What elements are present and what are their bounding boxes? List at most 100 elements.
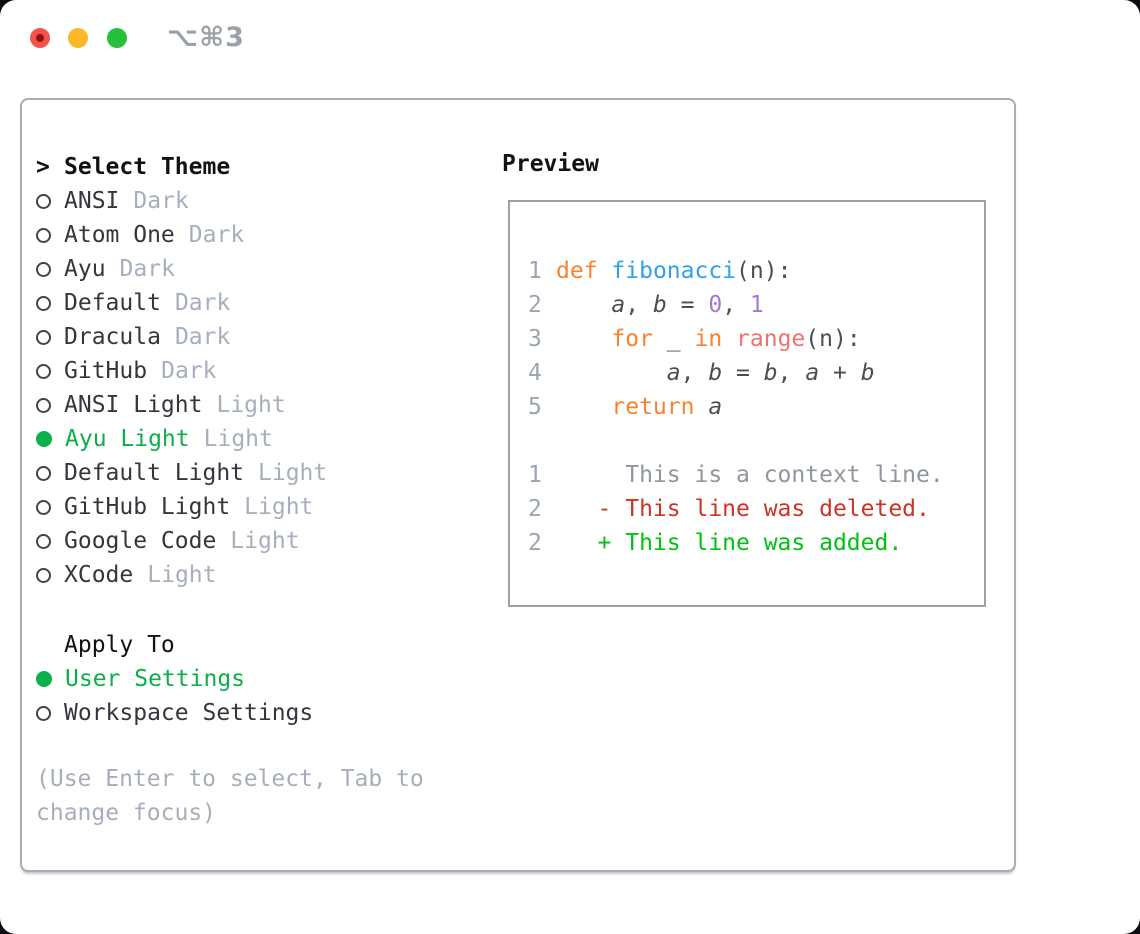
theme-option[interactable]: Ayu Dark bbox=[36, 252, 327, 286]
radio-icon[interactable] bbox=[36, 705, 51, 721]
code-line: 4 a, b = b, a + b bbox=[528, 356, 944, 390]
theme-name: Atom One bbox=[64, 222, 175, 248]
code-token bbox=[556, 360, 667, 386]
theme-name: Google Code bbox=[64, 528, 217, 554]
radio-icon[interactable] bbox=[36, 329, 51, 345]
code-token bbox=[556, 326, 611, 352]
code-token: fibonacci bbox=[611, 258, 737, 284]
apply-to-label: Workspace Settings bbox=[64, 700, 314, 726]
radio-icon[interactable] bbox=[36, 397, 51, 413]
theme-option[interactable]: XCode Light bbox=[36, 558, 327, 592]
radio-icon[interactable] bbox=[36, 533, 51, 549]
theme-variant-label: Light bbox=[258, 460, 328, 486]
focus-prompt-icon: > bbox=[36, 154, 50, 180]
theme-name: Default bbox=[64, 290, 161, 316]
theme-variant-label: Light bbox=[147, 562, 217, 588]
title-bar: ⌥⌘3 bbox=[0, 0, 1140, 70]
code-token: a bbox=[611, 292, 626, 318]
theme-variant-label: Light bbox=[203, 426, 273, 452]
theme-list-title: Select Theme bbox=[64, 154, 231, 180]
radio-icon[interactable] bbox=[36, 567, 51, 583]
code-token: return bbox=[611, 394, 695, 420]
radio-icon[interactable] bbox=[36, 295, 51, 311]
theme-option[interactable]: Default Light Light bbox=[36, 456, 327, 490]
line-number: 2 bbox=[528, 530, 542, 556]
code-token: for bbox=[611, 326, 653, 352]
line-number: 3 bbox=[528, 326, 542, 352]
code-token: + This line was added. bbox=[556, 530, 903, 556]
code-token: = bbox=[666, 292, 709, 318]
theme-name: ANSI Light bbox=[64, 392, 203, 418]
theme-option[interactable]: Dracula Dark bbox=[36, 320, 327, 354]
code-token: - This line was deleted. bbox=[556, 496, 930, 522]
code-token bbox=[556, 292, 611, 318]
code-line bbox=[528, 424, 944, 458]
theme-variant-label: Light bbox=[216, 392, 286, 418]
theme-variant-label: Dark bbox=[119, 256, 175, 282]
code-line: 2 - This line was deleted. bbox=[528, 492, 944, 526]
theme-variant-label: Dark bbox=[161, 358, 217, 384]
code-token: a bbox=[805, 360, 820, 386]
theme-name: Ayu bbox=[64, 256, 106, 282]
code-token: b bbox=[860, 360, 875, 386]
code-token: a bbox=[708, 394, 723, 420]
code-token: , bbox=[625, 292, 653, 318]
theme-name: Default Light bbox=[64, 460, 245, 486]
theme-option[interactable]: ANSI Light Light bbox=[36, 388, 327, 422]
code-token: + bbox=[819, 360, 861, 386]
radio-icon[interactable] bbox=[36, 465, 51, 481]
zoom-button[interactable] bbox=[107, 28, 127, 48]
code-token: _ bbox=[652, 326, 695, 352]
code-token bbox=[556, 394, 611, 420]
radio-icon[interactable] bbox=[36, 261, 51, 277]
radio-icon[interactable] bbox=[36, 671, 52, 687]
radio-icon[interactable] bbox=[36, 227, 51, 243]
code-token: (n): bbox=[805, 326, 861, 352]
close-button[interactable] bbox=[30, 28, 50, 48]
line-number: 5 bbox=[528, 394, 542, 420]
code-line: 3 for _ in range(n): bbox=[528, 322, 944, 356]
code-token bbox=[598, 258, 612, 284]
apply-to-header: Apply To bbox=[36, 628, 313, 662]
theme-name: XCode bbox=[64, 562, 134, 588]
radio-icon[interactable] bbox=[36, 431, 52, 447]
code-token: (n): bbox=[736, 258, 792, 284]
line-number: 4 bbox=[528, 360, 542, 386]
code-token bbox=[694, 394, 708, 420]
theme-variant-label: Dark bbox=[188, 222, 245, 248]
code-token: , bbox=[777, 360, 806, 386]
theme-name: ANSI bbox=[64, 188, 120, 214]
code-token: b bbox=[652, 292, 667, 318]
preview-title: Preview bbox=[502, 151, 599, 177]
theme-variant-label: Dark bbox=[174, 324, 231, 350]
theme-variant-label: Dark bbox=[133, 188, 189, 214]
code-token: b bbox=[708, 360, 723, 386]
code-line: 5 return a bbox=[528, 390, 944, 424]
radio-icon[interactable] bbox=[36, 499, 51, 515]
code-token: This is a context line. bbox=[556, 462, 944, 488]
theme-option[interactable]: ANSI Dark bbox=[36, 184, 327, 218]
code-token: b bbox=[763, 360, 778, 386]
theme-variant-label: Dark bbox=[174, 290, 231, 316]
code-token: def bbox=[556, 258, 598, 284]
code-token: in bbox=[694, 326, 723, 352]
apply-to-option[interactable]: User Settings bbox=[36, 662, 313, 696]
minimize-button[interactable] bbox=[68, 28, 88, 48]
code-token: , bbox=[680, 360, 709, 386]
theme-option[interactable]: Atom One Dark bbox=[36, 218, 327, 252]
theme-option[interactable]: Default Dark bbox=[36, 286, 327, 320]
radio-icon[interactable] bbox=[36, 363, 51, 379]
radio-icon[interactable] bbox=[36, 193, 51, 209]
theme-name: Dracula bbox=[64, 324, 161, 350]
apply-to-option[interactable]: Workspace Settings bbox=[36, 696, 313, 730]
code-line: 1 This is a context line. bbox=[528, 458, 944, 492]
